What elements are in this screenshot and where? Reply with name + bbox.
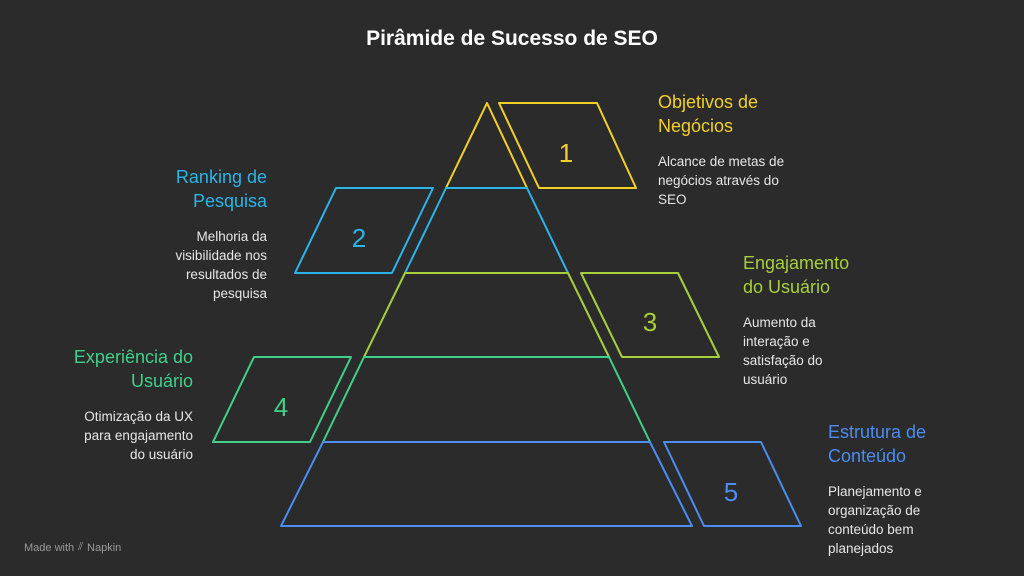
description-line: SEO bbox=[658, 192, 687, 207]
level-5-heading-line2: Conteúdo bbox=[828, 446, 907, 466]
level-4-heading-line2: Usuário bbox=[130, 371, 193, 391]
description-line: Alcance de metas de bbox=[658, 154, 785, 169]
level-1-label: Objetivos de Negócios Alcance de metas d… bbox=[658, 90, 858, 209]
level-5-number: 5 bbox=[724, 477, 738, 507]
level-3-card bbox=[580, 272, 720, 358]
level-4-number: 4 bbox=[274, 392, 288, 422]
footer-watermark: Made with ⫽ Napkin bbox=[24, 541, 121, 554]
level-2-heading-line2: Pesquisa bbox=[192, 191, 267, 211]
level-4-heading-line1: Experiência do bbox=[73, 347, 193, 367]
level-5-description: Planejamento e organização de conteúdo b… bbox=[828, 482, 1024, 558]
level-1-description: Alcance de metas de negócios através do … bbox=[658, 152, 858, 209]
level-1-card bbox=[498, 102, 637, 189]
level-4-card bbox=[212, 356, 352, 443]
level-3-heading-line2: do Usuário bbox=[743, 277, 831, 297]
level-3-description: Aumento da interação e satisfação do usu… bbox=[743, 313, 943, 389]
description-line: Otimização da UX bbox=[84, 409, 193, 424]
pyramid-layer-4 bbox=[322, 356, 651, 443]
description-line: pesquisa bbox=[212, 286, 267, 301]
description-line: negócios através do bbox=[658, 173, 779, 188]
level-5-card bbox=[663, 441, 802, 527]
level-3-heading-line1: Engajamento bbox=[743, 253, 850, 273]
description-line: organização de bbox=[828, 503, 921, 518]
description-line: visibilidade nos bbox=[175, 248, 267, 263]
level-2-number: 2 bbox=[352, 223, 366, 253]
level-2-label: Ranking de Pesquisa Melhoria da visibili… bbox=[67, 165, 267, 303]
pyramid-layer-5 bbox=[280, 441, 693, 527]
level-1-heading-line2: Negócios bbox=[658, 116, 734, 136]
pyramid-layer-1 bbox=[445, 102, 528, 189]
level-2-heading: Ranking de Pesquisa bbox=[67, 165, 267, 213]
page-title: Pirâmide de Sucesso de SEO bbox=[366, 27, 658, 50]
level-2-description: Melhoria da visibilidade nos resultados … bbox=[67, 227, 267, 303]
description-line: usuário bbox=[743, 372, 788, 387]
level-3-heading: Engajamento do Usuário bbox=[743, 251, 943, 299]
pyramid-layer-3 bbox=[363, 272, 610, 358]
brand-name: Napkin bbox=[87, 541, 122, 554]
description-line: planejados bbox=[828, 541, 894, 556]
description-line: Melhoria da bbox=[196, 229, 267, 244]
description-line: satisfação do bbox=[743, 353, 823, 368]
level-4-description: Otimização da UX para engajamento do usu… bbox=[0, 407, 193, 464]
napkin-logo-icon: ⫽ bbox=[78, 541, 84, 553]
description-line: resultados de bbox=[185, 267, 267, 282]
description-line: conteúdo bem bbox=[828, 522, 914, 537]
level-1-heading: Objetivos de Negócios bbox=[658, 90, 858, 138]
made-with-text: Made with bbox=[24, 541, 75, 554]
description-line: para engajamento bbox=[84, 428, 193, 443]
level-3-label: Engajamento do Usuário Aumento da intera… bbox=[743, 251, 943, 389]
level-4-heading: Experiência do Usuário bbox=[0, 345, 193, 393]
description-line: Aumento da bbox=[743, 315, 816, 330]
pyramid-layer-2 bbox=[404, 187, 569, 274]
level-5-label: Estrutura de Conteúdo Planejamento e org… bbox=[828, 420, 1024, 558]
level-5-heading-line1: Estrutura de bbox=[828, 422, 927, 442]
level-1-heading-line1: Objetivos de bbox=[658, 92, 759, 112]
description-line: interação e bbox=[743, 334, 810, 349]
level-2-card bbox=[294, 187, 434, 274]
level-5-heading: Estrutura de Conteúdo bbox=[828, 420, 1024, 468]
description-line: do usuário bbox=[129, 447, 193, 462]
description-line: Planejamento e bbox=[828, 484, 922, 499]
level-3-number: 3 bbox=[643, 307, 657, 337]
level-2-heading-line1: Ranking de bbox=[175, 167, 267, 187]
level-4-label: Experiência do Usuário Otimização da UX … bbox=[0, 345, 193, 464]
level-1-number: 1 bbox=[559, 138, 573, 168]
